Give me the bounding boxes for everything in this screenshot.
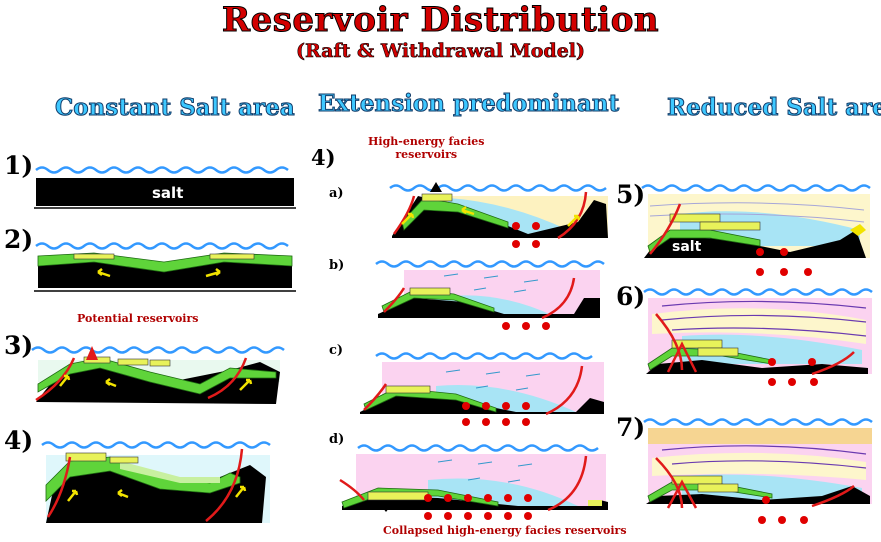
column-heading-extension: Extension predominant [317,90,620,118]
reservoir-dot [758,516,766,524]
reservoir-dot [800,516,808,524]
high-energy-facies-marker [430,182,442,192]
potential-reservoirs-label: Potential reservoirs [77,312,199,325]
reservoir-dot [444,512,452,520]
reservoir-dot [502,402,510,410]
reservoir-dot [756,248,764,256]
reservoir-dot [762,496,770,504]
step-number-6: 6) [616,282,646,311]
page-title: Reservoir Distribution [221,0,660,41]
high-energy-facies-line1: High-energy facies [368,135,485,148]
substep-c: c) [329,343,344,358]
reservoir-dot [502,418,510,426]
salt-label: salt [152,184,183,202]
reservoir-dot [512,222,520,230]
reservoir-dot [512,240,520,248]
panel-4d [339,444,608,520]
panel-4c [360,352,604,426]
reservoir-dot [482,402,490,410]
step-number-4-extension: 4) [311,145,336,170]
reservoir-dot [524,494,532,502]
reservoir-dot [484,512,492,520]
reservoir-dot [524,512,532,520]
reservoir-dot [768,358,776,366]
reservoir-dot [502,322,510,330]
step-number-3: 3) [4,331,34,360]
reservoir-dot [504,512,512,520]
panel-6 [643,288,873,386]
reservoir-dot [808,358,816,366]
salt-label-5: salt [672,239,702,255]
page-subtitle: (Raft & Withdrawal Model) [295,40,586,63]
reservoir-dot [464,494,472,502]
reservoir-dot [532,222,540,230]
collapsed-facies-marker [380,504,392,512]
potential-reservoir-marker [86,346,98,360]
reservoir-dot [424,494,432,502]
substep-d: d) [329,432,345,447]
reservoir-dot [444,494,452,502]
reservoir-dot [804,268,812,276]
panel-1-salt-layer: salt [34,166,296,209]
reservoir-dot [522,418,530,426]
substep-b: b) [329,258,345,273]
step-number-1: 1) [4,151,34,180]
panel-3 [31,346,285,404]
reservoir-dot [768,378,776,386]
panel-7 [643,418,873,524]
reservoir-dot [780,268,788,276]
step-number-7: 7) [616,413,646,442]
sea-surface-wave [35,166,289,174]
salt-layer [36,178,294,206]
reservoir-dot [522,322,530,330]
reservoir-dot [532,240,540,248]
reservoir-dot [780,248,788,256]
panel-4b [375,260,605,330]
reservoir-dot [788,378,796,386]
column-heading-constant-salt: Constant Salt area [55,94,296,122]
high-energy-facies-label: High-energy facies reservoirs [368,135,484,161]
reservoir-dot [756,268,764,276]
step-number-5: 5) [616,180,646,209]
reservoir-dot [462,418,470,426]
reservoir-dot [504,494,512,502]
panel-4-constant [41,441,271,523]
reservoir-dot [522,402,530,410]
reservoir-dot [484,494,492,502]
panel-4a [389,182,608,248]
high-energy-facies-line2: reservoirs [395,148,458,161]
reservoir-dot [482,418,490,426]
step-number-4-constant: 4) [4,426,34,455]
panel-2 [34,242,296,292]
reservoir-dot [810,378,818,386]
substep-a: a) [329,186,344,201]
reservoir-dot [542,322,550,330]
step-number-2: 2) [4,225,34,254]
reservoir-dot [464,512,472,520]
reservoir-dot [778,516,786,524]
collapsed-reservoirs-label: Collapsed high-energy facies reservoirs [383,524,627,537]
reservoir-dot [424,512,432,520]
reservoir-dot [462,402,470,410]
panel-5: salt [641,184,871,276]
column-heading-reduced-salt: Reduced Salt area [667,94,881,122]
